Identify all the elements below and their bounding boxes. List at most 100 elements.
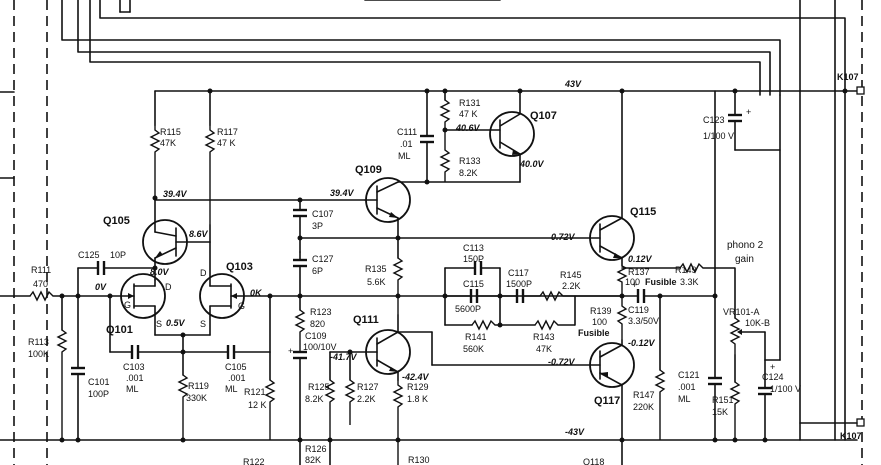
transistor-q105: Q105 8.6V 8.0V <box>103 215 211 277</box>
svg-text:R119: R119 <box>188 381 209 391</box>
svg-text:R137: R137 <box>628 267 650 277</box>
q117-base-voltage: -0.72V <box>548 357 576 367</box>
svg-text:C115: C115 <box>463 279 484 289</box>
transistor-q117: Q117 -0.72V -0.12V <box>548 338 656 465</box>
svg-text:C121: C121 <box>678 370 700 380</box>
svg-text:100P: 100P <box>88 389 109 399</box>
svg-text:R127: R127 <box>357 382 379 392</box>
svg-text:Q115: Q115 <box>630 206 656 218</box>
svg-text:R151: R151 <box>712 395 734 405</box>
svg-text:10K-B: 10K-B <box>745 318 770 328</box>
resistor-r135: R135 5.6K <box>365 237 404 315</box>
svg-text:Q101: Q101 <box>106 324 133 336</box>
positive-rail: 43V <box>154 79 858 94</box>
svg-text:C109: C109 <box>305 331 327 341</box>
svg-text:Q107: Q107 <box>530 110 557 122</box>
capacitor-c121: C121 .001 ML <box>678 90 722 441</box>
input-network: R111 470 C125 10P 0V <box>13 250 156 302</box>
q109-base-voltage: 39.4V <box>330 188 355 198</box>
svg-text:1500P: 1500P <box>506 279 532 289</box>
svg-text:D: D <box>165 282 172 292</box>
transistor-q103: D G S Q103 0K <box>199 241 301 336</box>
q101-gate-voltage: 0V <box>95 282 107 292</box>
svg-text:ML: ML <box>126 384 139 394</box>
svg-text:S: S <box>156 319 162 329</box>
resistor-r123: R123 820 <box>294 295 332 352</box>
resistor-r127: R127 2.2K <box>344 351 379 425</box>
resistor-r125: R125 8.2K <box>305 351 336 440</box>
svg-text:82K: 82K <box>305 455 321 465</box>
svg-text:R147: R147 <box>633 390 655 400</box>
bottom-partial-refs: R122 R126 82K R130 Q118 <box>243 439 604 465</box>
svg-text:K107: K107 <box>840 431 862 441</box>
q111-emitter-voltage: -42.4V <box>402 372 430 382</box>
capacitor-c103: C103 .001 ML <box>109 295 184 394</box>
svg-text:.001: .001 <box>228 373 246 383</box>
svg-text:+: + <box>288 346 293 356</box>
capacitor-c115: C115 5600P <box>444 279 501 314</box>
svg-text:8.2K: 8.2K <box>305 394 324 404</box>
svg-text:+: + <box>746 107 751 117</box>
negative-rail-label: -43V <box>565 427 585 437</box>
svg-text:3.3K: 3.3K <box>680 277 699 287</box>
resistor-r151: R151 15K <box>712 354 741 440</box>
svg-text:G: G <box>238 301 245 311</box>
svg-text:C105: C105 <box>225 362 247 372</box>
svg-text:R121: R121 <box>244 387 266 397</box>
svg-text:820: 820 <box>310 319 325 329</box>
svg-text:1/100 V: 1/100 V <box>703 131 734 141</box>
svg-text:Q118: Q118 <box>583 457 604 465</box>
svg-text:C113: C113 <box>463 243 484 253</box>
resistor-r143: R143 47K <box>499 319 575 354</box>
q115-base-voltage: 0.72V <box>551 232 576 242</box>
svg-text:R126: R126 <box>305 444 327 454</box>
svg-text:47 K: 47 K <box>459 109 478 119</box>
svg-text:8.2K: 8.2K <box>459 168 478 178</box>
svg-text:100K: 100K <box>28 349 49 359</box>
svg-text:Fusible: Fusible <box>578 328 610 338</box>
svg-text:D: D <box>200 268 207 278</box>
svg-text:Q117: Q117 <box>594 395 620 407</box>
svg-text:.001: .001 <box>126 373 144 383</box>
resistor-r121: R121 12 K <box>244 351 276 440</box>
svg-text:ML: ML <box>225 384 238 394</box>
svg-text:47K: 47K <box>160 138 176 148</box>
resistor-r139: R139 100 Fusible <box>578 296 628 340</box>
svg-text:330K: 330K <box>186 393 207 403</box>
svg-text:100/10V: 100/10V <box>303 342 337 352</box>
resistor-r149: R149 3.3K <box>621 262 735 287</box>
svg-text:47K: 47K <box>536 344 552 354</box>
svg-text:5.6K: 5.6K <box>367 277 386 287</box>
svg-text:ML: ML <box>398 151 411 161</box>
phono-annotation-line2: gain <box>735 254 754 265</box>
svg-text:.01: .01 <box>400 139 413 149</box>
svg-text:3.3/50V: 3.3/50V <box>628 316 659 326</box>
svg-text:C103: C103 <box>123 362 145 372</box>
svg-text:12 K: 12 K <box>248 400 267 410</box>
transistor-q115: Q115 0.72V 0.12V <box>397 90 656 264</box>
svg-text:ML: ML <box>678 394 691 404</box>
svg-text:10P: 10P <box>110 250 126 260</box>
svg-text:1.8 K: 1.8 K <box>407 394 428 404</box>
svg-text:15K: 15K <box>712 407 728 417</box>
transistor-q101: G D S Q101 <box>106 273 172 336</box>
resistor-r133: R133 8.2K <box>439 130 481 182</box>
capacitor-c124: + C124 1/100 V <box>758 94 801 441</box>
svg-text:R145: R145 <box>560 270 582 280</box>
svg-text:C111: C111 <box>397 127 417 137</box>
transistor-q107: Q107 40.0V <box>489 90 557 183</box>
connector-k107-bottom: K107 <box>799 418 865 441</box>
svg-text:Q103: Q103 <box>226 261 253 273</box>
capacitor-c101: C101 100P <box>71 295 110 441</box>
svg-text:+: + <box>632 280 637 290</box>
capacitor-c107: C107 3P <box>293 208 334 253</box>
svg-text:R130: R130 <box>408 455 430 465</box>
svg-text:150P: 150P <box>463 254 484 264</box>
svg-text:100: 100 <box>625 277 640 287</box>
svg-text:47 K: 47 K <box>217 138 236 148</box>
transistor-q111: Q111 -41.7V -42.4V <box>330 314 430 382</box>
svg-text:Q111: Q111 <box>353 314 379 326</box>
svg-text:Q105: Q105 <box>103 215 130 227</box>
